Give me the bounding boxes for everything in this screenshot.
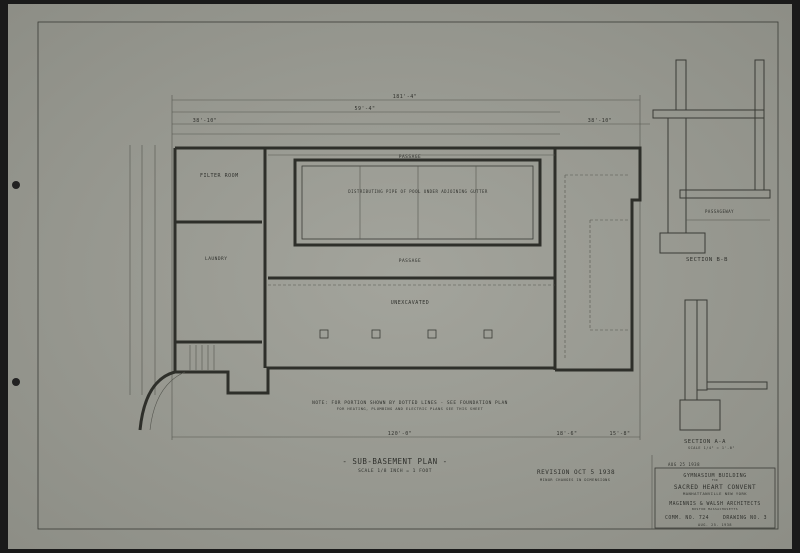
room-passage-top: PASSAGE xyxy=(399,154,421,160)
dim-overall: 181'-4" xyxy=(393,94,418,100)
dim-bottom-mid: 120'-0" xyxy=(388,431,413,437)
revision-sub: MINOR CHANGES IN DIMENSIONS xyxy=(540,478,610,482)
section-a-a-drawing xyxy=(679,299,768,431)
plan-scale: SCALE 1/8 INCH = 1 FOOT xyxy=(358,468,432,474)
title-line1: GYMNASIUM BUILDING xyxy=(683,473,746,479)
title-line3: MANHATTANVILLE NEW YORK xyxy=(683,491,747,496)
room-filter: FILTER ROOM xyxy=(200,173,239,179)
revision-label: REVISION OCT 5 1938 xyxy=(537,469,615,476)
section-b-b-passageway: PASSAGEWAY xyxy=(705,209,734,214)
sheet-border xyxy=(37,21,779,530)
floor-plan xyxy=(138,146,642,431)
title-line4: MAGINNIS & WALSH ARCHITECTS xyxy=(669,501,760,507)
room-passage-mid: PASSAGE xyxy=(399,258,421,264)
plan-note-1: NOTE: FOR PORTION SHOWN BY DOTTED LINES … xyxy=(312,400,508,406)
section-b-b-title: SECTION B-B xyxy=(686,257,728,263)
pin-hole xyxy=(12,378,20,386)
room-unexcavated: UNEXCAVATED xyxy=(391,300,430,306)
title-comm: COMM. NO. 724 xyxy=(665,515,709,521)
section-b-b-drawing xyxy=(652,59,771,254)
dim-bottom-far-right: 15'-8" xyxy=(609,431,630,437)
pin-hole xyxy=(12,181,20,189)
title-block xyxy=(654,467,776,529)
dim-left: 38'-10" xyxy=(193,118,218,124)
title-date: AUG. 25. 1938 xyxy=(698,523,732,527)
section-a-a-scale: SCALE 1/4" = 1'-0" xyxy=(688,446,735,450)
dim-bottom-right: 18'-6" xyxy=(556,431,577,437)
pool-note: DISTRIBUTING PIPE OF POOL UNDER ADJOININ… xyxy=(348,189,488,194)
dim-mid: 59'-4" xyxy=(354,106,375,112)
title-drawing: DRAWING NO. 3 xyxy=(723,515,767,521)
section-a-a-title: SECTION A-A xyxy=(684,439,726,445)
room-laundry: LAUNDRY xyxy=(205,256,227,262)
plan-title: - SUB-BASEMENT PLAN - xyxy=(342,457,447,466)
plan-note-2: FOR HEATING, PLUMBING AND ELECTRIC PLANS… xyxy=(337,407,484,411)
title-date-top: AUG 25 1938 xyxy=(668,462,700,467)
dim-right: 38'-10" xyxy=(588,118,613,124)
title-line1b: FOR xyxy=(712,478,718,482)
title-line2: SACRED HEART CONVENT xyxy=(674,484,756,491)
title-line5: BOSTON MASSACHUSETTS xyxy=(692,507,738,511)
